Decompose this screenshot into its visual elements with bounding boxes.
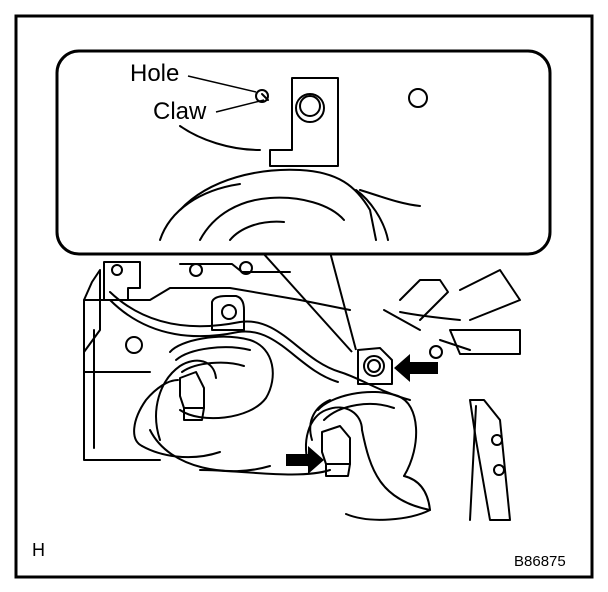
main-view <box>83 261 521 521</box>
wire-harness <box>109 291 411 401</box>
inset-hole <box>408 88 428 108</box>
left-horn-bracket <box>211 295 245 331</box>
right-horn-bracket <box>357 347 393 385</box>
arrow-pointer-icon <box>286 446 324 474</box>
arrow-pointer-icon <box>394 354 438 382</box>
right-horn <box>305 390 431 521</box>
right-horn-bolt <box>363 355 385 377</box>
view-code-label: H <box>32 540 45 560</box>
inset-drawing <box>159 77 428 241</box>
left-horn <box>133 335 274 459</box>
callout-leaders <box>187 75 265 113</box>
callout-claw-label: Claw <box>153 98 207 125</box>
figure-id-label: B86875 <box>514 553 566 570</box>
side-member <box>469 399 511 521</box>
callout-hole-label: Hole <box>130 60 180 87</box>
inset-horn <box>179 168 377 241</box>
inset-leader-lines <box>261 251 357 353</box>
upper-bracket-left <box>103 261 141 301</box>
inset-bracket <box>269 77 339 167</box>
